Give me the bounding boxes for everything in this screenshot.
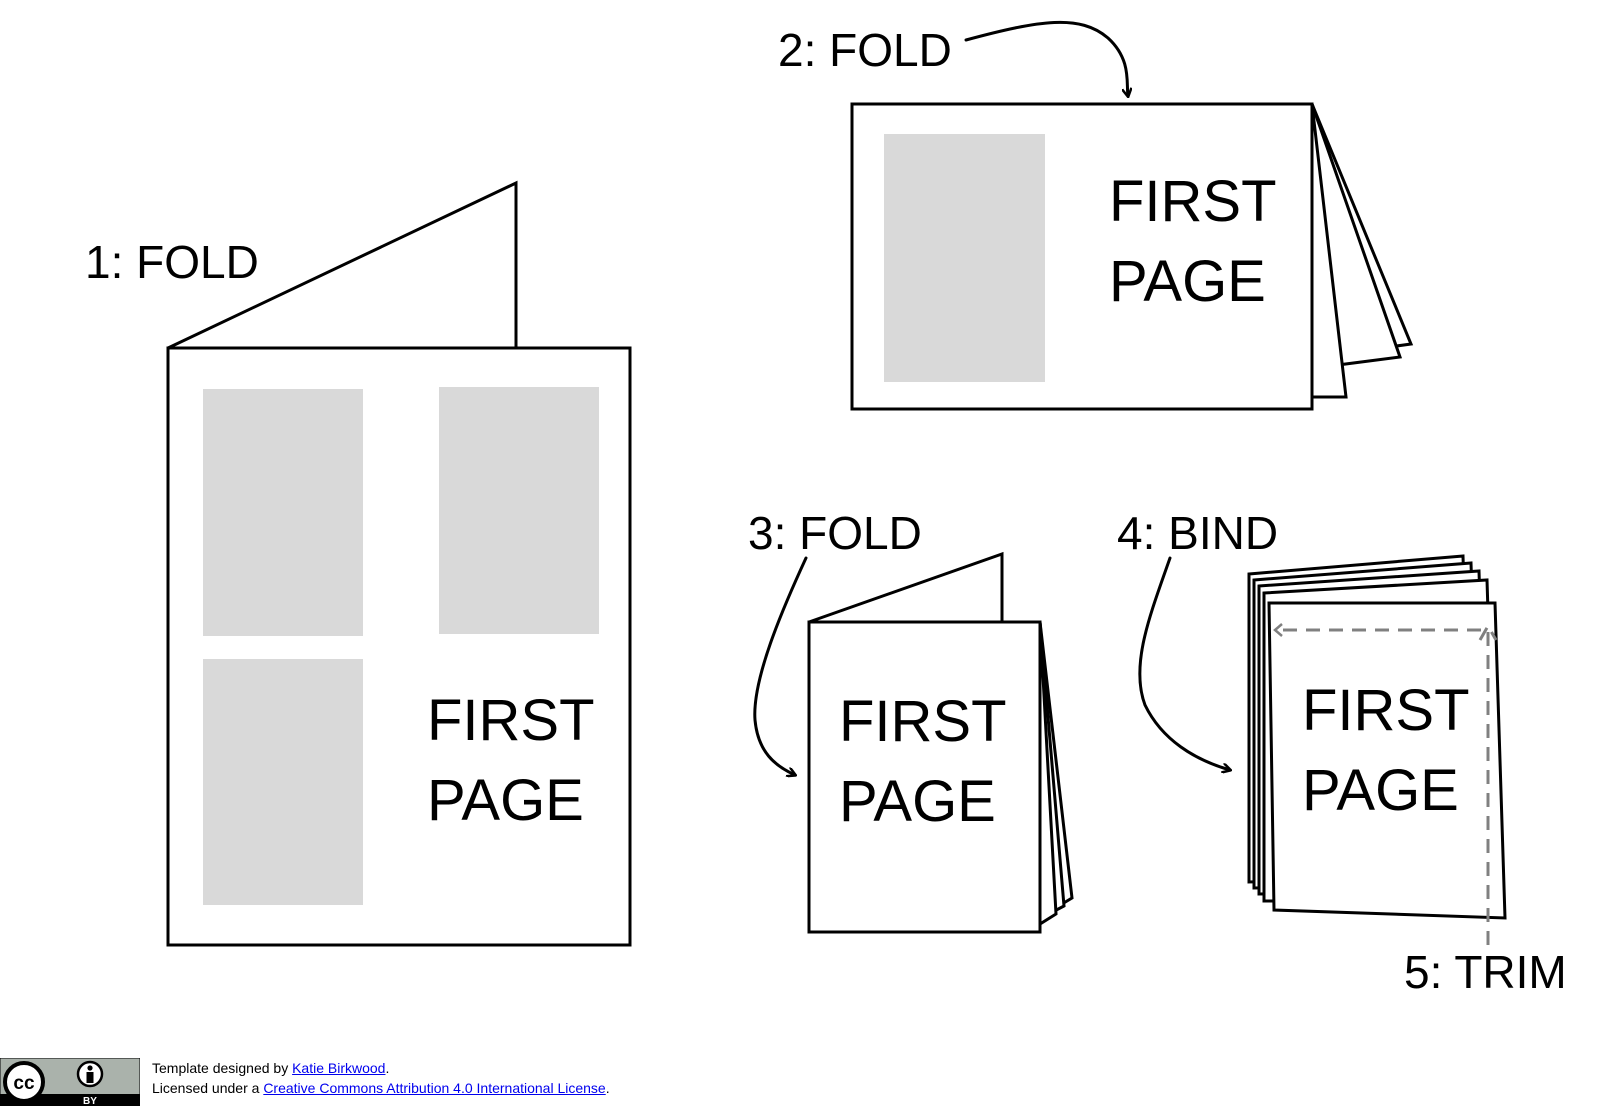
footer-line-1: Template designed by Katie Birkwood. xyxy=(152,1058,610,1078)
step1-photo-bottom-left xyxy=(203,659,363,905)
footer-licensed-under: Licensed under a xyxy=(152,1080,264,1096)
step2-page-first: FIRST xyxy=(1109,169,1277,234)
step3-booklet-cover xyxy=(807,620,1042,934)
step2-page-page: PAGE xyxy=(1109,249,1266,314)
step1-photo-top-left xyxy=(203,389,363,636)
step4-arrow xyxy=(1138,556,1230,770)
step2-arrow xyxy=(964,20,1128,96)
footer-designed-by: Template designed by xyxy=(152,1060,293,1076)
license-footer: cc BY Template designed by Katie Birkwoo… xyxy=(0,1058,900,1106)
step1-photo-top-right xyxy=(439,387,599,634)
by-text: BY xyxy=(83,1096,97,1106)
step4-label: 4: BIND xyxy=(1117,507,1278,559)
trim-line-top-arrow xyxy=(1478,622,1498,641)
step4-diagram: FIRST PAGE 4: BIND 5: TRIM xyxy=(1117,507,1567,998)
step4-page-first: FIRST xyxy=(1302,678,1470,743)
footer-line-2: Licensed under a Creative Commons Attrib… xyxy=(152,1078,610,1098)
cc-by-license-badge[interactable]: cc BY xyxy=(0,1058,140,1106)
step3-arrow xyxy=(753,556,808,775)
footer-period-2: . xyxy=(605,1080,610,1096)
license-link[interactable]: Creative Commons Attribution 4.0 Interna… xyxy=(263,1080,606,1096)
step2-photo xyxy=(884,134,1045,382)
footer-text: Template designed by Katie Birkwood. Lic… xyxy=(152,1058,610,1098)
step1-page-first: FIRST xyxy=(427,688,595,753)
step1-diagram: FIRST PAGE 1: FOLD xyxy=(85,180,632,947)
step2-diagram: FIRST PAGE 2: FOLD xyxy=(778,20,1414,411)
cc-icon xyxy=(3,1061,45,1103)
author-link[interactable]: Katie Birkwood xyxy=(292,1060,386,1076)
step2-label: 2: FOLD xyxy=(778,24,952,76)
step5-label: 5: TRIM xyxy=(1404,946,1567,998)
cc-icon-text: cc xyxy=(13,1073,35,1094)
step4-stack-page-1 xyxy=(1267,601,1507,920)
step3-fold-flap xyxy=(808,551,1004,624)
step4-page-page: PAGE xyxy=(1302,758,1459,823)
step1-page-page: PAGE xyxy=(427,768,584,833)
step3-page-first: FIRST xyxy=(839,689,1007,754)
step3-diagram: FIRST PAGE 3: FOLD xyxy=(748,507,1074,934)
step3-page-page: PAGE xyxy=(839,769,996,834)
step3-label: 3: FOLD xyxy=(748,507,922,559)
footer-period-1: . xyxy=(385,1060,390,1076)
step1-label: 1: FOLD xyxy=(85,236,259,288)
trim-line xyxy=(1273,623,1490,945)
zine-folding-diagram: FIRST PAGE 1: FOLD FIRST PAGE 2: FOLD FI… xyxy=(85,20,1567,998)
